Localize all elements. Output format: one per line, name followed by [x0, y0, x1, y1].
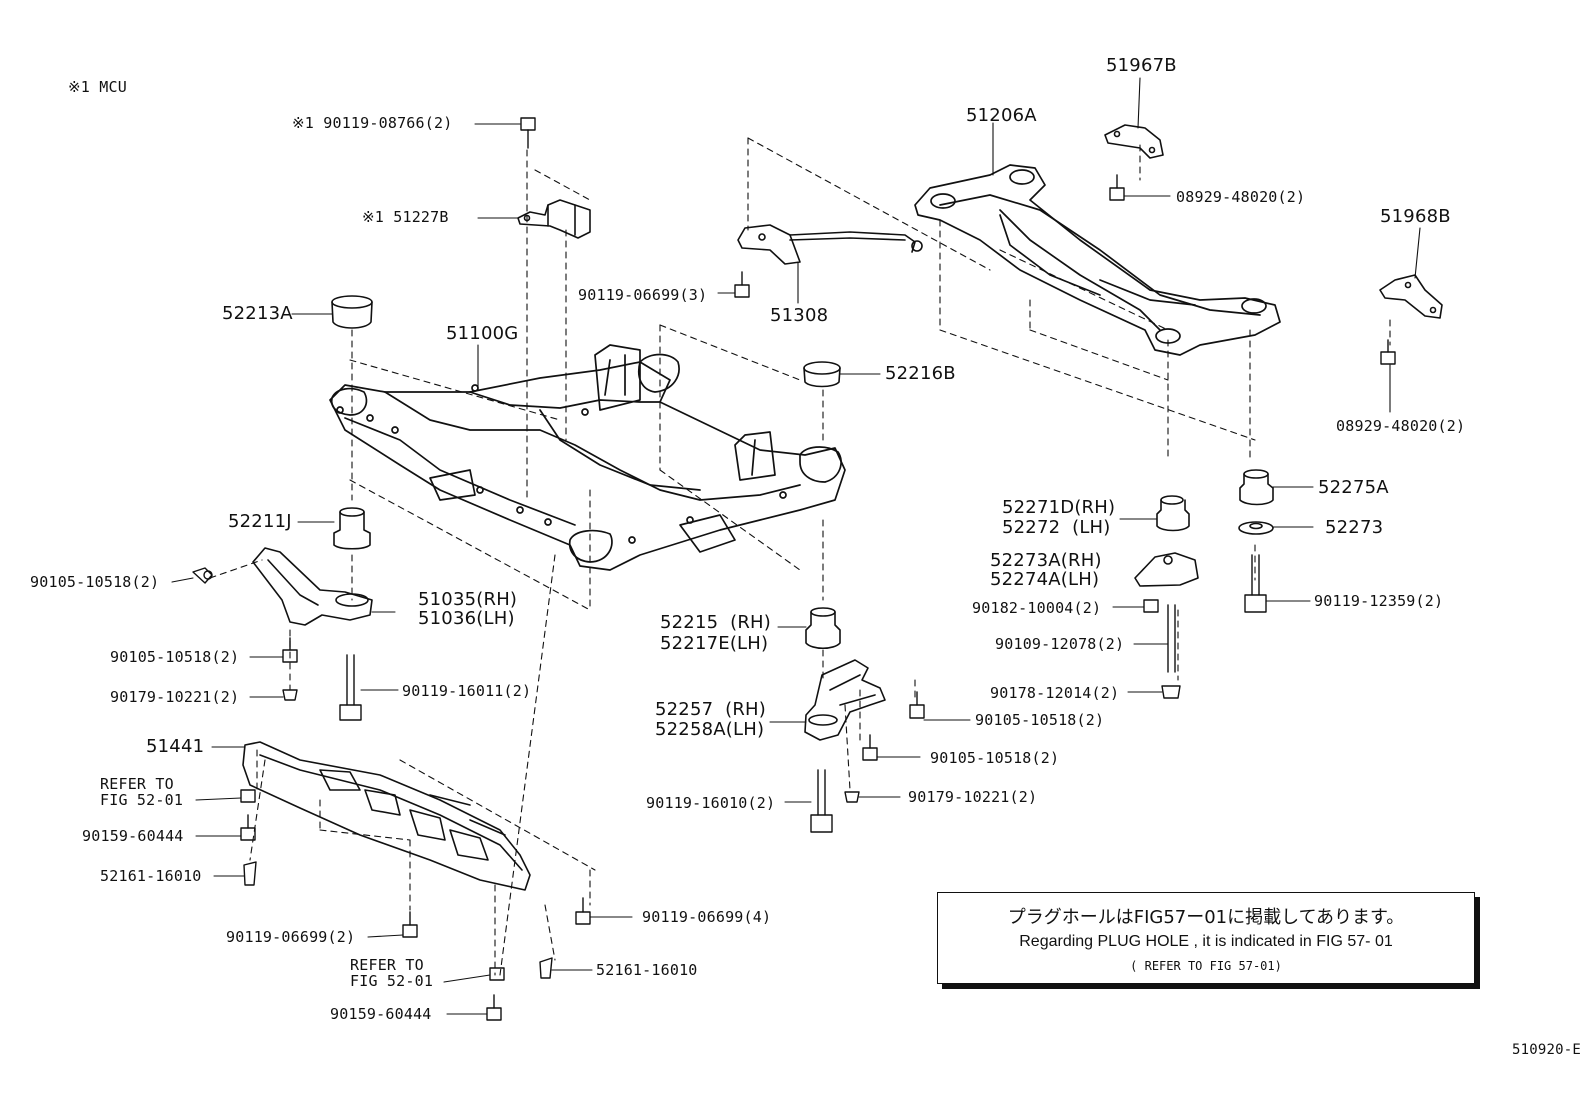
leader-lines	[171, 77, 1421, 1015]
note-japanese: プラグホールはFIG57ー01に掲載してあります。	[1007, 907, 1405, 928]
label-90119-08766: ※1 90119-08766(2)	[292, 114, 453, 132]
assembly-lines	[209, 137, 1391, 976]
label-52273: 52273	[1325, 517, 1384, 538]
note-english: Regarding PLUG HOLE , it is indicated in…	[1019, 933, 1393, 950]
label-52215: 52215 (RH)	[660, 612, 771, 633]
header-note: ※1 MCU	[68, 78, 127, 96]
label-52217E: 52217E(LH)	[660, 633, 769, 654]
bushing-52216B	[803, 361, 841, 388]
label-52275A: 52275A	[1318, 477, 1389, 498]
fasteners	[192, 117, 1396, 1021]
label-fig-52-01-a: FIG 52-01	[100, 791, 184, 809]
note-reference: ( REFER TO FIG 57-01)	[1130, 959, 1282, 973]
label-52216B: 52216B	[885, 363, 956, 384]
label-52272: 52272 (LH)	[1002, 517, 1111, 538]
label-08929-48020-b: 08929-48020(2)	[1336, 417, 1466, 435]
label-90105-10518-a: 90105-10518(2)	[30, 573, 160, 591]
bushing-52213A	[331, 295, 373, 329]
label-52258A: 52258A(LH)	[655, 719, 765, 740]
stopper-52273A	[1134, 552, 1199, 587]
bracket-51967B	[1104, 124, 1164, 159]
brace-52257	[804, 659, 886, 741]
bracket-51227B	[517, 199, 591, 239]
label-90105-10518-b: 90105-10518(2)	[110, 648, 240, 666]
label-refer-to-b: REFER TO	[350, 956, 424, 974]
brace-51035	[252, 547, 373, 626]
label-90159-60444-b: 90159-60444	[330, 1005, 432, 1023]
label-90178-12014: 90178-12014(2)	[990, 684, 1120, 702]
label-fig-52-01-b: FIG 52-01	[350, 972, 434, 990]
label-90119-16010: 90119-16010(2)	[646, 794, 776, 812]
label-52257: 52257 (RH)	[655, 699, 766, 720]
rear-crossmember-51206A	[914, 164, 1281, 356]
under-cover-51441	[242, 741, 531, 891]
label-90119-06699-3: 90119-06699(3)	[578, 286, 708, 304]
label-52161-16010-b: 52161-16010	[596, 961, 698, 979]
label-51036: 51036(LH)	[418, 608, 515, 629]
label-52161-16010-a: 52161-16010	[100, 867, 202, 885]
label-90119-06699-4: 90119-06699(4)	[642, 908, 772, 926]
label-90105-10518-d: 90105-10518(2)	[930, 749, 1060, 767]
label-51227B: ※1 51227B	[362, 208, 449, 226]
label-51206A: 51206A	[966, 105, 1037, 126]
label-51441: 51441	[146, 736, 205, 757]
label-52274A: 52274A(LH)	[990, 569, 1100, 590]
bushing-52215	[805, 607, 841, 650]
label-52211J: 52211J	[228, 511, 292, 532]
bracket-51308	[737, 224, 923, 265]
label-51308: 51308	[770, 305, 829, 326]
label-51968B: 51968B	[1380, 206, 1451, 227]
label-90119-06699-2: 90119-06699(2)	[226, 928, 356, 946]
label-90182-10004: 90182-10004(2)	[972, 599, 1102, 617]
label-52273A: 52273A(RH)	[990, 550, 1102, 571]
label-51100G: 51100G	[446, 323, 519, 344]
label-90179-10221-a: 90179-10221(2)	[110, 688, 240, 706]
front-subframe-51100G	[329, 344, 846, 571]
label-90119-16011: 90119-16011(2)	[402, 682, 532, 700]
bracket-51968B	[1379, 274, 1443, 319]
figure-id: 510920-E	[1512, 1042, 1582, 1058]
label-52271D: 52271D(RH)	[1002, 497, 1116, 518]
label-90159-60444-a: 90159-60444	[82, 827, 184, 845]
label-90109-12078: 90109-12078(2)	[995, 635, 1125, 653]
label-08929-48020-a: 08929-48020(2)	[1176, 188, 1306, 206]
label-90119-12359: 90119-12359(2)	[1314, 592, 1444, 610]
washer-52273	[1238, 521, 1274, 535]
bushing-52275A	[1239, 469, 1274, 506]
label-52213A: 52213A	[222, 303, 293, 324]
label-90179-10221-b: 90179-10221(2)	[908, 788, 1038, 806]
label-51967B: 51967B	[1106, 55, 1177, 76]
label-51035: 51035(RH)	[418, 589, 518, 610]
plug-hole-note: プラグホールはFIG57ー01に掲載してあります。 Regarding PLUG…	[937, 892, 1475, 984]
bushing-52271D	[1156, 495, 1190, 532]
label-refer-to-a: REFER TO	[100, 775, 174, 793]
bushing-52211J	[333, 507, 371, 550]
label-90105-10518-c: 90105-10518(2)	[975, 711, 1105, 729]
